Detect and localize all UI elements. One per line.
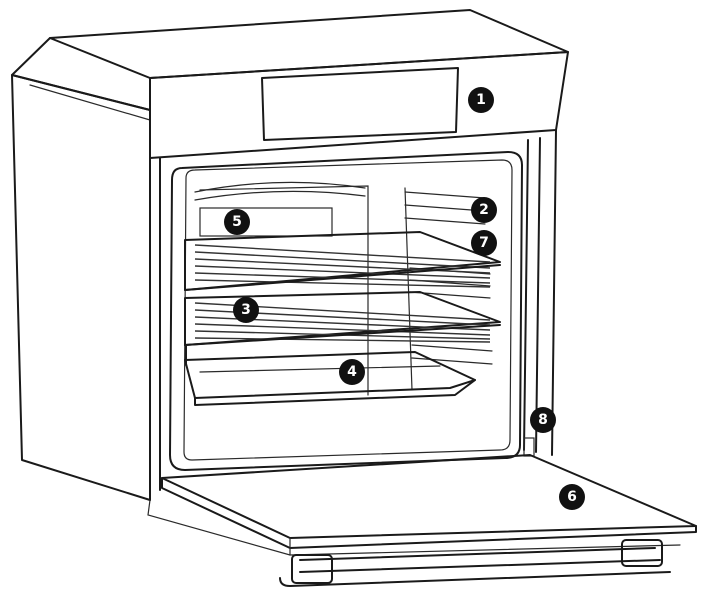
callout-5: 5 bbox=[224, 209, 250, 235]
callout-7: 7 bbox=[471, 230, 497, 256]
svg-text:2: 2 bbox=[479, 202, 489, 218]
svg-text:5: 5 bbox=[232, 214, 242, 230]
front-frame bbox=[149, 129, 557, 501]
svg-text:7: 7 bbox=[479, 235, 489, 251]
oven-door bbox=[147, 454, 697, 587]
oven-side-panel bbox=[11, 74, 151, 501]
fan-cover bbox=[199, 207, 333, 237]
svg-text:8: 8 bbox=[538, 412, 548, 428]
svg-text:4: 4 bbox=[347, 364, 357, 380]
door-hinge bbox=[523, 437, 535, 457]
svg-text:1: 1 bbox=[476, 92, 486, 108]
upper-wire-shelf bbox=[184, 231, 501, 291]
svg-text:6: 6 bbox=[567, 489, 577, 505]
callout-6: 6 bbox=[559, 484, 585, 510]
oven-cavity bbox=[169, 151, 523, 471]
callout-3: 3 bbox=[233, 297, 259, 323]
callout-4: 4 bbox=[339, 359, 365, 385]
callout-2: 2 bbox=[471, 197, 497, 223]
control-panel bbox=[149, 51, 569, 159]
svg-text:3: 3 bbox=[241, 302, 251, 318]
callout-8: 8 bbox=[530, 407, 556, 433]
baking-tray bbox=[184, 351, 476, 406]
callout-1: 1 bbox=[468, 87, 494, 113]
